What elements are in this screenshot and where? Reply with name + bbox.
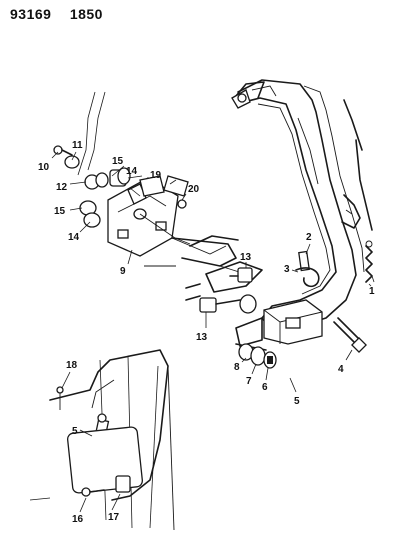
callout-5-inset: 5: [72, 426, 78, 437]
column-outline: [77, 91, 373, 231]
callout-10: 10: [38, 162, 50, 173]
stop-bolt-lower: [199, 294, 257, 314]
callout-15-upper: 15: [112, 156, 124, 167]
callout-2: 2: [306, 232, 312, 243]
stop-bolt-upper: [229, 267, 253, 283]
sheet-code: 1850: [69, 6, 103, 22]
pedal-bracket-arm: [231, 79, 365, 329]
callout-20: 20: [188, 184, 200, 195]
callout-18: 18: [66, 360, 78, 371]
diagram-header: 93169 1850: [10, 6, 117, 22]
callout-8: 8: [234, 362, 240, 373]
callout-6: 6: [262, 382, 268, 393]
callout-9: 9: [120, 266, 126, 277]
retaining-clip: [295, 267, 320, 288]
callout-14-upper: 14: [126, 166, 138, 177]
upper-bushings: [53, 145, 191, 245]
return-spring: [365, 240, 373, 287]
callout-13-lower: 13: [196, 332, 208, 343]
callout-3: 3: [284, 264, 290, 275]
callout-13-upper: 13: [240, 252, 252, 263]
bolt-4: [333, 317, 367, 353]
callout-17: 17: [108, 512, 120, 523]
callout-16: 16: [72, 514, 84, 525]
part-code: 93169: [10, 6, 52, 22]
callout-4: 4: [338, 364, 344, 375]
gas-spring-inset: [29, 349, 175, 531]
pivot-pin: [298, 250, 310, 272]
callout-12: 12: [56, 182, 68, 193]
pivot-shaft: [185, 235, 263, 301]
callout-11: 11: [72, 140, 83, 151]
callout-7: 7: [246, 376, 252, 387]
callout-1: 1: [369, 286, 375, 297]
callout-19: 19: [150, 170, 162, 181]
callout-5-upper: 5: [294, 396, 300, 407]
callout-14-lower: 14: [68, 232, 80, 243]
callout-labels: 1 2 3 4 5 5 6 7 8 9 10 11 12 13 13 14 14…: [38, 140, 375, 525]
callout-15-lower: 15: [54, 206, 66, 217]
nut-washer-stack: [238, 343, 277, 369]
leader-lines: [51, 151, 375, 513]
